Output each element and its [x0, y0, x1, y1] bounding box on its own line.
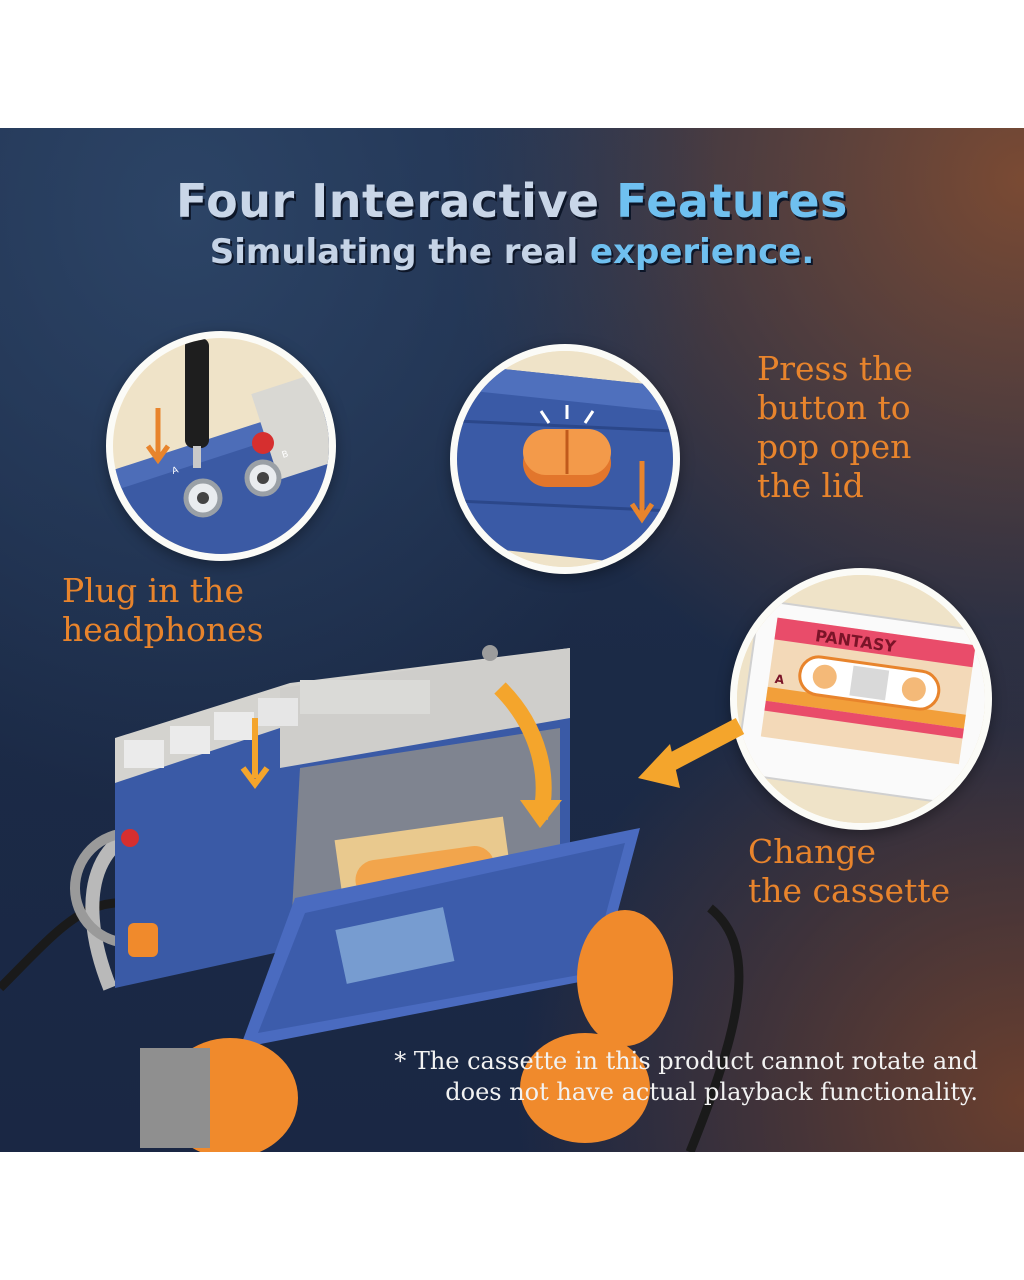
headline: Four Interactive Features [0, 174, 1024, 228]
disclaimer-line2: does not have actual playback functional… [445, 1078, 978, 1107]
button-feature-label: Press the button to pop open the lid [757, 349, 913, 505]
headline-part1: Four Interactive [176, 174, 617, 228]
headphone-jack-closeup: A B [106, 331, 336, 561]
headline-part2: Features [616, 174, 848, 228]
left-earcup [520, 1033, 650, 1143]
lid-button-closeup [450, 344, 680, 574]
jack-b-label: B [281, 449, 290, 460]
subheadline-part1: Simulating the real [209, 232, 591, 272]
cassette-illustration: PANTASY A [737, 575, 985, 823]
jack-label-text: A [171, 465, 181, 477]
lid-button-illustration [457, 351, 673, 567]
cassette-feature-label: Change the cassette [748, 832, 951, 910]
right-earcup [577, 910, 673, 1046]
cassette-side-text: A [774, 672, 786, 687]
disclaimer-note: * The cassette in this product cannot ro… [278, 1046, 978, 1108]
headphone-jack-illustration: A B [113, 338, 329, 554]
product-feature-panel: Four Interactive Features Simulating the… [0, 128, 1024, 1152]
subheadline: Simulating the real experience. [0, 232, 1024, 272]
headphone-cable-right [685, 904, 744, 1152]
subheadline-part2: experience. [590, 232, 815, 272]
disclaimer-line1: * The cassette in this product cannot ro… [394, 1047, 978, 1075]
cassette-player-illustration [0, 645, 745, 1152]
cassette-closeup: PANTASY A [730, 568, 992, 830]
headphones-feature-label: Plug in the headphones [62, 571, 264, 649]
